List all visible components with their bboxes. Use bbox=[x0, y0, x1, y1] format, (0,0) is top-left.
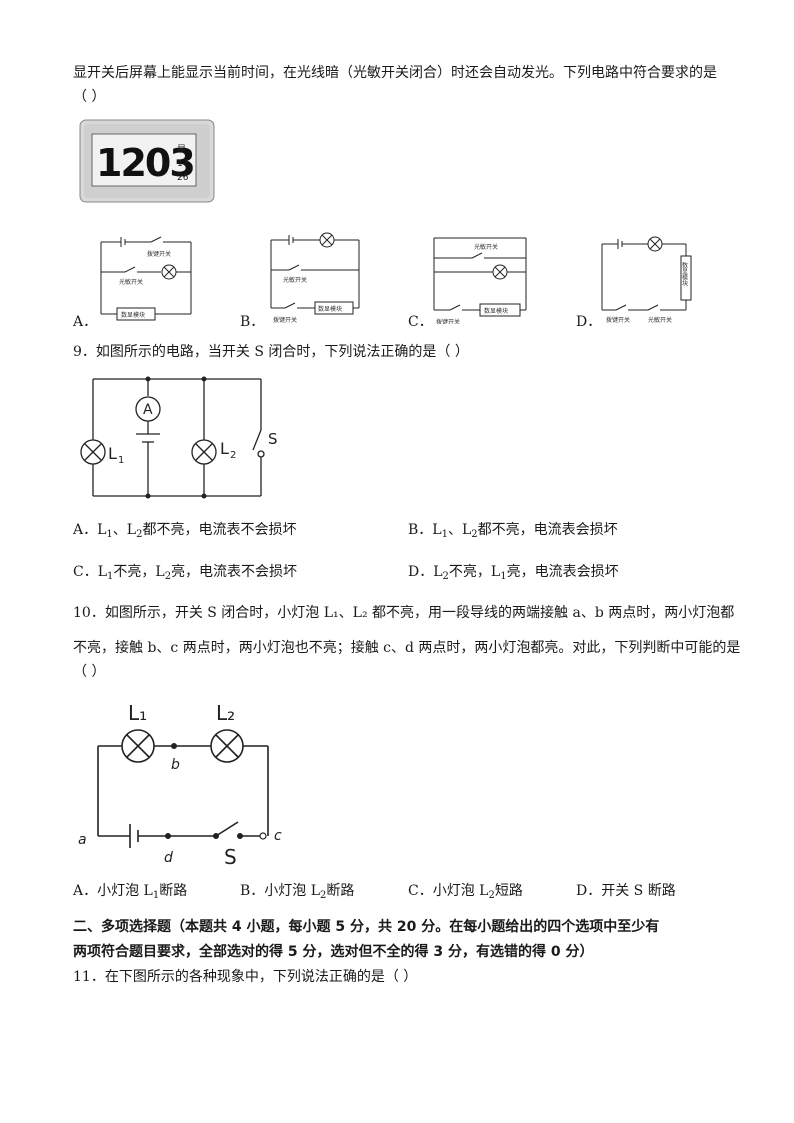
light-switch-label: 光敏开关 bbox=[283, 276, 307, 284]
point-b-label: b bbox=[171, 757, 180, 773]
q8-option-a[interactable]: A． bbox=[73, 314, 98, 330]
tou-switch-label: 拨键开关 bbox=[606, 316, 630, 324]
clock-side-bot: 26 bbox=[177, 173, 189, 183]
q9-option-a[interactable]: A．L1、L2都不亮，电流表不会损坏 bbox=[73, 522, 297, 540]
point-d-label: d bbox=[164, 850, 173, 866]
circuit-a: 拨键开关 光敏开关 数显模块 bbox=[100, 236, 192, 321]
q9-option-c[interactable]: C．L1不亮，L2亮，电流表不会损坏 bbox=[73, 564, 298, 582]
l1-label: L bbox=[108, 444, 117, 463]
l2-label: L bbox=[220, 439, 229, 458]
switch-s-label: S bbox=[224, 845, 237, 866]
q8-option-b[interactable]: B． bbox=[240, 314, 265, 330]
q10-circuit-diagram: L₁ L₂ b a c d S bbox=[78, 701, 282, 866]
q9-option-b[interactable]: B．L1、L2都不亮，电流表会损坏 bbox=[408, 522, 618, 540]
circuit-b: 光敏开关 拨键开关 数显模块 bbox=[270, 232, 360, 324]
light-switch-label: 光敏开关 bbox=[648, 316, 672, 324]
q10-option-c[interactable]: C．小灯泡 L2短路 bbox=[408, 883, 523, 901]
clock-side-top: 星 bbox=[177, 144, 186, 155]
q10-option-b[interactable]: B．小灯泡 L2断路 bbox=[240, 883, 355, 901]
clock-side-mid: 17 bbox=[177, 159, 188, 169]
switch-s-label: S bbox=[268, 430, 278, 448]
q8-option-d[interactable]: D． bbox=[576, 314, 602, 330]
q11-stem: 11．在下图所示的各种现象中，下列说法正确的是（ ） bbox=[73, 969, 418, 985]
ammeter-label: A bbox=[143, 402, 153, 418]
q10-option-a[interactable]: A．小灯泡 L1断路 bbox=[73, 883, 188, 901]
tou-switch-label: 拨键开关 bbox=[273, 316, 297, 324]
tou-switch-label: 拨键开关 bbox=[436, 318, 460, 324]
q10-stem-line1: 10．如图所示，开关 S 闭合时，小灯泡 L₁、L₂ 都不亮，用一段导线的两端接… bbox=[73, 605, 735, 621]
q10-stem-line2: 不亮，接触 b、c 两点时，两小灯泡也不亮；接触 c、d 两点时，两小灯泡都亮。… bbox=[73, 640, 741, 656]
tou-switch-label: 拨键开关 bbox=[147, 250, 171, 258]
display-label: 数显模块 bbox=[121, 311, 145, 319]
q8-option-c[interactable]: C． bbox=[408, 314, 433, 330]
q8-answer-paren: （ ） bbox=[73, 89, 106, 105]
display-vertical-label: 数显模块 bbox=[681, 261, 688, 287]
point-a-label: a bbox=[78, 832, 87, 848]
q9-stem: 9．如图所示的电路，当开关 S 闭合时，下列说法正确的是（ ） bbox=[73, 344, 469, 360]
svg-text:1: 1 bbox=[118, 455, 124, 466]
l2-label: L₂ bbox=[216, 701, 235, 725]
section-2-heading-line2: 两项符合题目要求，全部选对的得 5 分，选对但不全的得 3 分，有选错的得 0 … bbox=[73, 944, 594, 960]
light-switch-label: 光敏开关 bbox=[119, 278, 143, 286]
section-2-heading-line1: 二、多项选择题（本题共 4 小题，每小题 5 分，共 20 分。在每小题给出的四… bbox=[73, 919, 660, 935]
display-label: 数显模块 bbox=[484, 307, 508, 315]
clock-photo: 1203 星 17 26 bbox=[79, 119, 215, 203]
q9-option-d[interactable]: D．L2不亮，L1亮，电流表会损坏 bbox=[408, 564, 619, 582]
q10-option-d[interactable]: D．开关 S 断路 bbox=[576, 883, 676, 899]
light-switch-label: 光敏开关 bbox=[474, 243, 498, 251]
q10-answer-paren: （ ） bbox=[73, 664, 106, 680]
display-label: 数显模块 bbox=[318, 305, 342, 313]
q8-stem-line: 显开关后屏幕上能显示当前时间，在光线暗（光敏开关闭合）时还会自动发光。下列电路中… bbox=[73, 65, 717, 81]
l1-label: L₁ bbox=[128, 701, 147, 725]
circuit-c: 光敏开关 拨键开关 数显模块 bbox=[433, 237, 527, 324]
circuit-d: 数显模块 拨键开关 光敏开关 bbox=[601, 236, 692, 324]
clock-digits: 1203 bbox=[96, 141, 194, 185]
q9-circuit-diagram: A L 1 L 2 S bbox=[80, 376, 278, 499]
point-c-label: c bbox=[274, 828, 282, 844]
svg-text:2: 2 bbox=[230, 450, 236, 461]
